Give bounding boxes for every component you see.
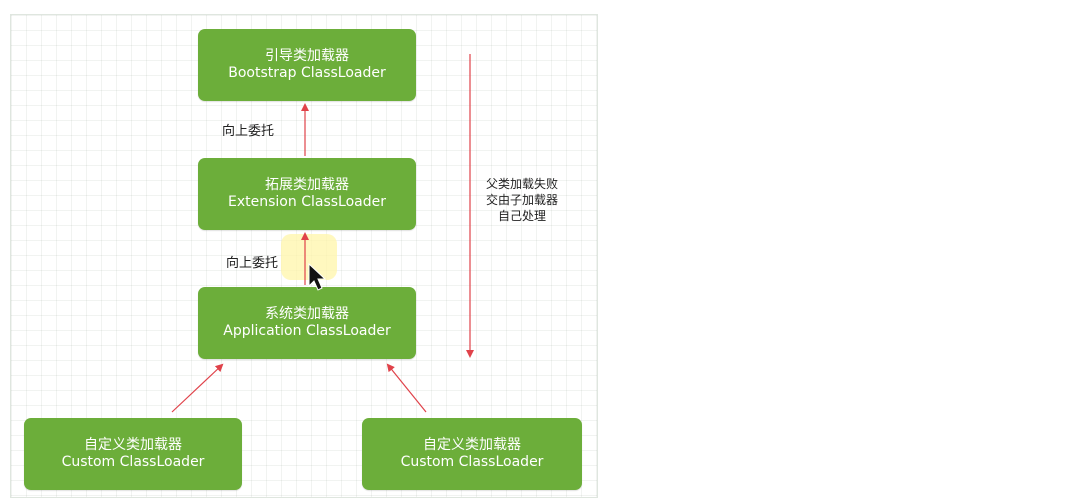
node-bootstrap-subtitle: Bootstrap ClassLoader xyxy=(228,65,386,81)
node-custom-right-subtitle: Custom ClassLoader xyxy=(400,454,544,470)
edge-label-delegate-lower: 向上委托 xyxy=(226,256,279,271)
node-custom-classloader-right: 自定义类加载器 Custom ClassLoader xyxy=(362,418,582,490)
edge-label-delegate-upper: 向上委托 xyxy=(222,124,275,139)
node-extension-title: 拓展类加载器 xyxy=(265,177,349,193)
node-extension-subtitle: Extension ClassLoader xyxy=(228,194,386,210)
node-custom-left-title: 自定义类加载器 xyxy=(84,437,182,453)
side-note-line-2: 交由子加载器 xyxy=(485,193,558,207)
node-bootstrap-classloader: 引导类加载器 Bootstrap ClassLoader xyxy=(198,29,416,101)
side-note-line-3: 自己处理 xyxy=(497,209,546,223)
node-extension-classloader: 拓展类加载器 Extension ClassLoader xyxy=(198,158,416,230)
side-note: 父类加载失败 交由子加载器 自己处理 xyxy=(474,176,570,224)
node-application-classloader: 系统类加载器 Application ClassLoader xyxy=(198,287,416,359)
node-application-subtitle: Application ClassLoader xyxy=(223,323,391,339)
node-custom-right-title: 自定义类加载器 xyxy=(423,437,521,453)
node-custom-left-subtitle: Custom ClassLoader xyxy=(61,454,205,470)
cursor-highlight xyxy=(281,234,337,280)
side-note-line-1: 父类加载失败 xyxy=(485,177,558,191)
node-application-title: 系统类加载器 xyxy=(265,306,349,322)
node-bootstrap-title: 引导类加载器 xyxy=(265,48,349,64)
node-custom-classloader-left: 自定义类加载器 Custom ClassLoader xyxy=(24,418,242,490)
